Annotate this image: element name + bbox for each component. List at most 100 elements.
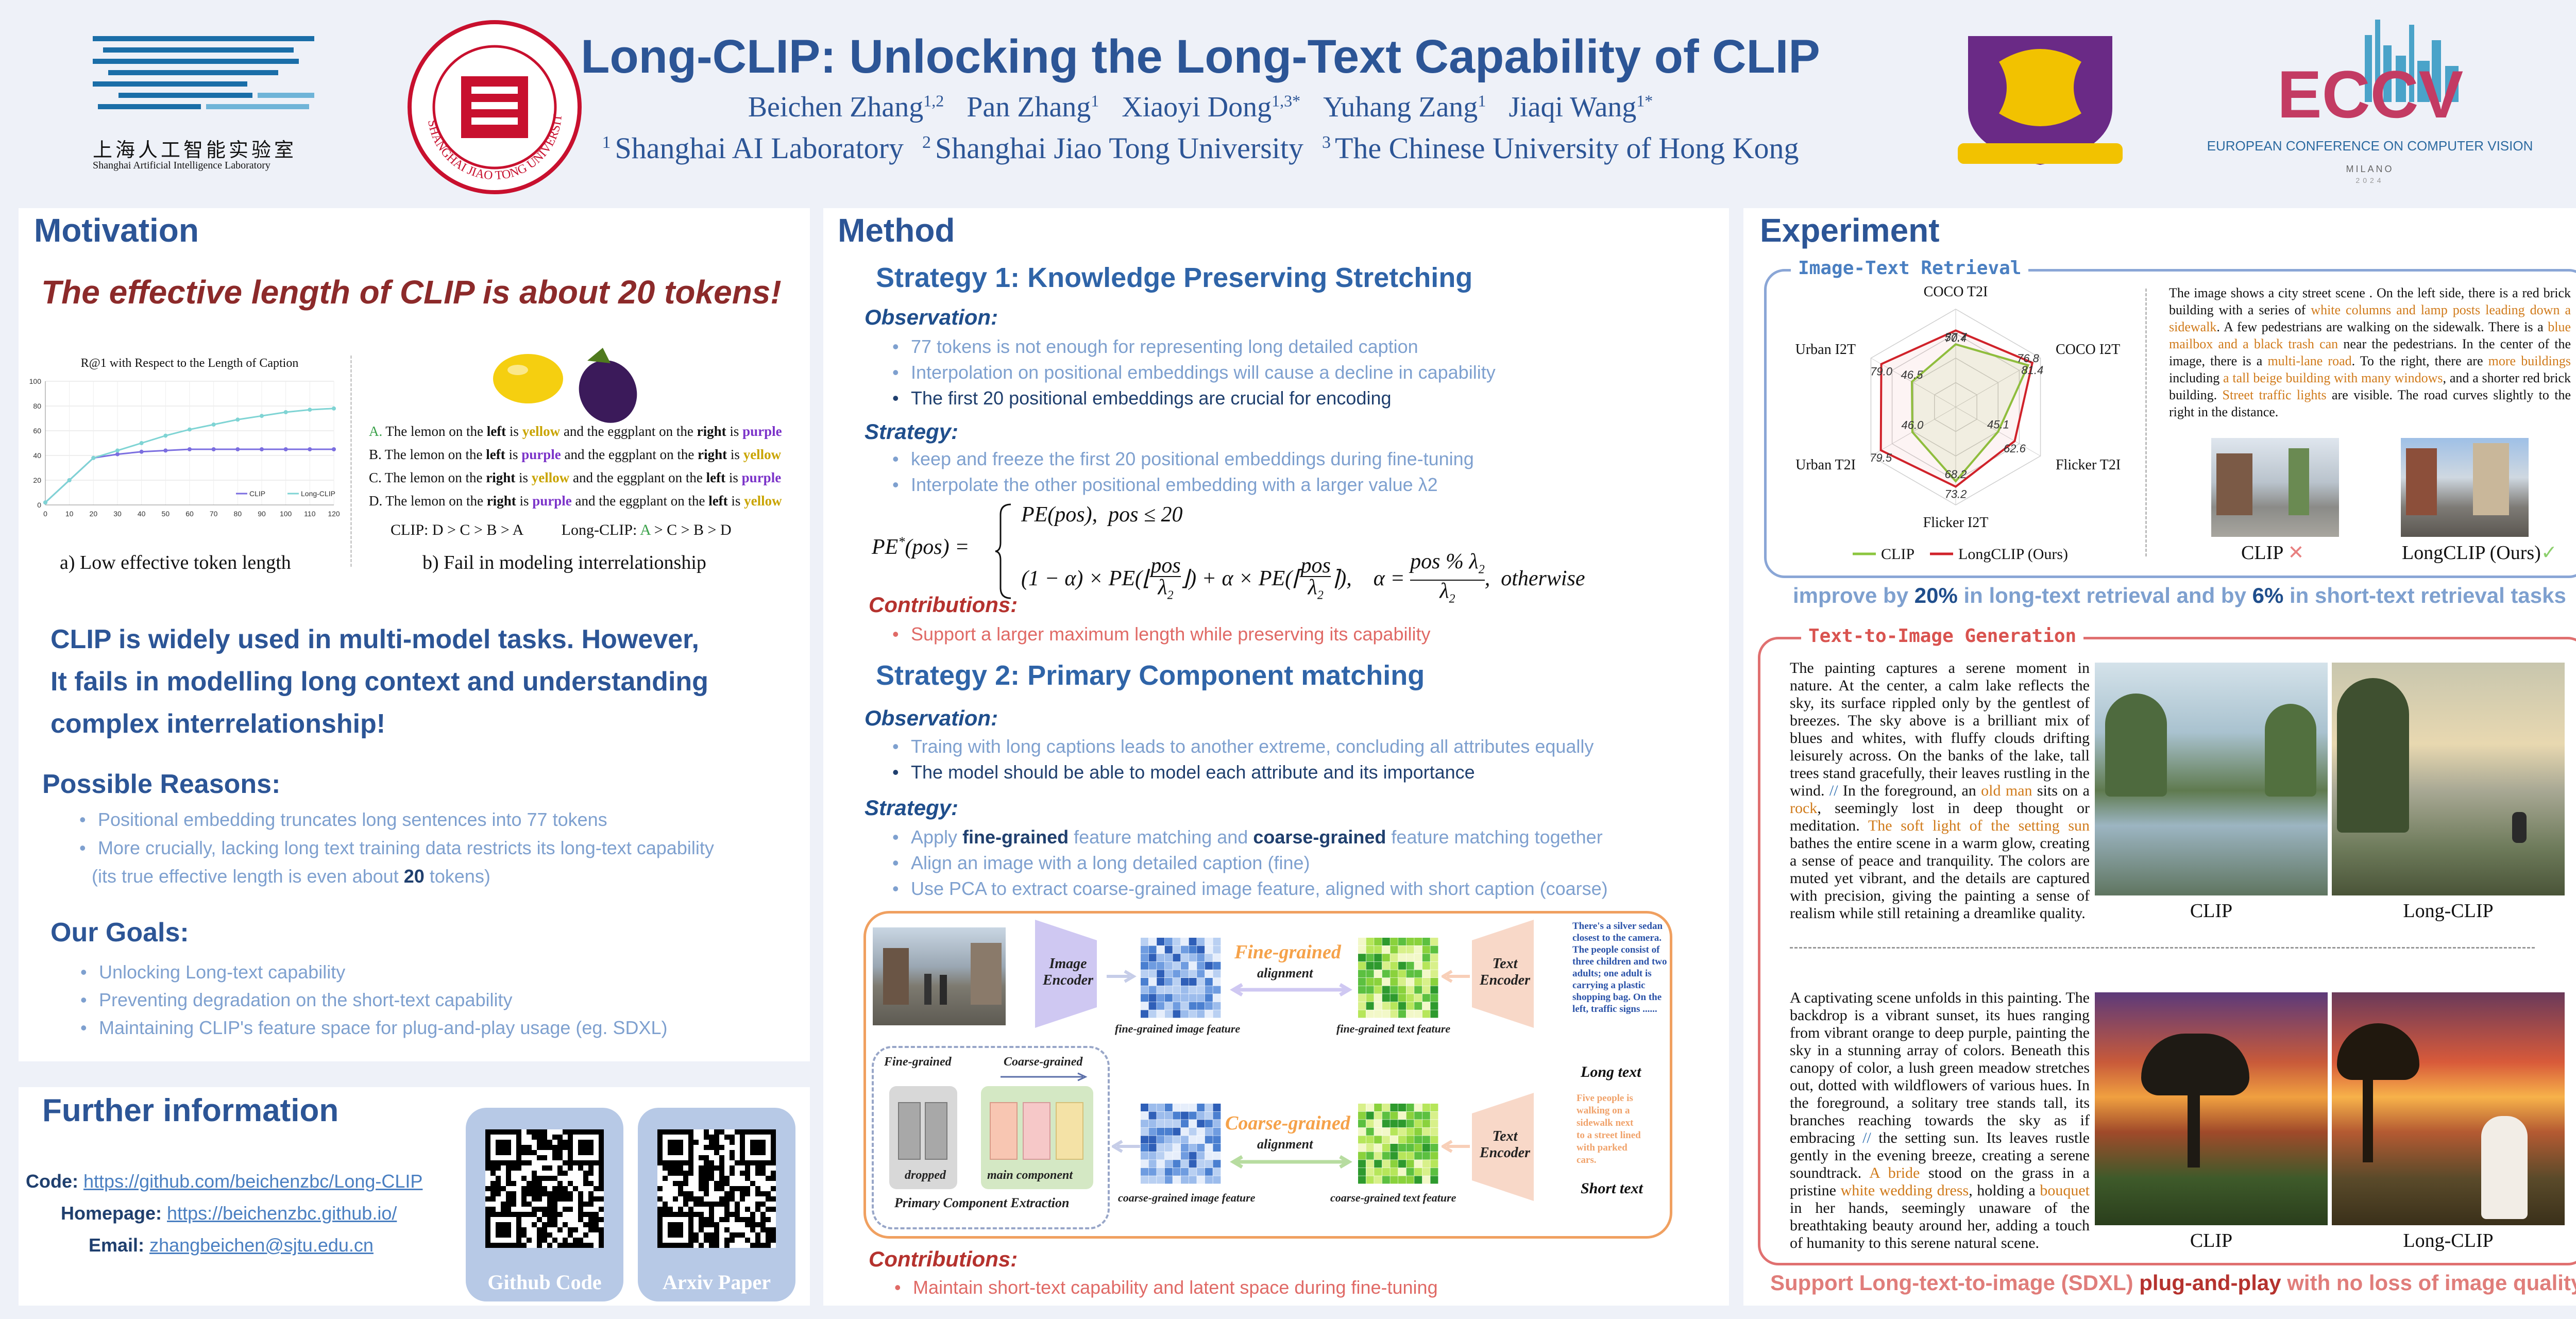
feature-cell bbox=[1164, 1104, 1173, 1111]
feature-cell bbox=[1141, 986, 1148, 994]
feature-cell bbox=[1358, 945, 1366, 954]
caption-segment: A bride bbox=[1869, 1164, 1920, 1181]
feature-cell bbox=[1390, 1104, 1398, 1111]
data-point bbox=[163, 433, 168, 438]
feature-cell bbox=[1205, 1152, 1213, 1160]
feature-cell bbox=[1382, 994, 1390, 1002]
homepage-link[interactable]: https://beichenzbc.github.io/ bbox=[167, 1203, 397, 1224]
feature-cell bbox=[1189, 970, 1197, 978]
feature-cell bbox=[1358, 938, 1366, 945]
logo-shlab: 上海人工智能实验室 Shanghai Artificial Intelligen… bbox=[88, 31, 325, 175]
feature-cell bbox=[1422, 1010, 1430, 1018]
goal-item: Unlocking Long-text capability bbox=[80, 961, 345, 983]
s2-observation-item: Traing with long captions leads to anoth… bbox=[892, 736, 1594, 757]
s2-s1a: Apply bbox=[911, 826, 963, 848]
caption-segment: more buildings bbox=[2488, 353, 2571, 368]
feature-cell bbox=[1164, 1002, 1173, 1010]
pca-coarse-label: Coarse-grained bbox=[1004, 1055, 1083, 1069]
y-tick-label: 60 bbox=[33, 427, 41, 435]
x-tick-label: 70 bbox=[210, 510, 218, 518]
feature-cell bbox=[1181, 1168, 1189, 1176]
s1-observation-heading: Observation: bbox=[865, 305, 998, 329]
feature-cell bbox=[1148, 1176, 1157, 1184]
caption-segment: . A few pedestrians are walking on the s… bbox=[2216, 319, 2548, 334]
feature-cell bbox=[1358, 961, 1366, 970]
feature-cell bbox=[1398, 1168, 1406, 1176]
feature-cell bbox=[1197, 978, 1205, 986]
feature-cell bbox=[1213, 986, 1221, 994]
s1-strategy-heading: Strategy: bbox=[865, 419, 959, 444]
feature-cell bbox=[1213, 1144, 1221, 1152]
feature-cell bbox=[1358, 1168, 1366, 1176]
feature-cell bbox=[1189, 1002, 1197, 1010]
feature-cell bbox=[1414, 978, 1422, 986]
legend-label: CLIP bbox=[249, 489, 265, 498]
feature-cell bbox=[1173, 1127, 1181, 1136]
qr-arxiv[interactable]: Arxiv Paper bbox=[638, 1108, 795, 1301]
data-point bbox=[139, 441, 144, 445]
feature-cell bbox=[1189, 945, 1197, 954]
improve-text: improve by 20% in long-text retrieval an… bbox=[1793, 583, 2566, 608]
retrieval-divider bbox=[2145, 289, 2147, 556]
strategy2-title: Strategy 2: Primary Component matching bbox=[876, 660, 1425, 691]
logo-sjtu: SHANGHAI JIAO TONG UNIVERSITY bbox=[402, 9, 582, 195]
feature-cell bbox=[1205, 1120, 1213, 1128]
s1-observation-item: The first 20 positional embeddings are c… bbox=[892, 387, 1392, 409]
reasons-title: Possible Reasons: bbox=[42, 769, 281, 799]
feature-cell bbox=[1406, 1104, 1414, 1111]
feature-cell bbox=[1148, 1111, 1157, 1120]
feature-cell bbox=[1398, 1144, 1406, 1152]
feature-cell bbox=[1358, 1010, 1366, 1018]
feature-cell bbox=[1430, 954, 1438, 962]
radar-value-longclip: 81.4 bbox=[2021, 364, 2043, 377]
feature-cell bbox=[1197, 1127, 1205, 1136]
sentence-letter: A. bbox=[369, 424, 383, 439]
data-point bbox=[211, 447, 216, 451]
short-caption: Five people is walking on a sidewalk nex… bbox=[1577, 1093, 1641, 1165]
feature-cell bbox=[1398, 1176, 1406, 1184]
summary-line: It fails in modelling long context and u… bbox=[50, 667, 708, 697]
author-sup: 1,3* bbox=[1272, 91, 1301, 110]
email-label: Email: bbox=[89, 1235, 145, 1256]
feature-cell bbox=[1181, 954, 1189, 962]
feature-cell bbox=[1366, 961, 1374, 970]
feature-cell bbox=[1382, 1176, 1390, 1184]
feature-cell bbox=[1173, 945, 1181, 954]
sentence-text: The lemon on the bbox=[384, 470, 486, 485]
gen-long-label-1: Long-CLIP bbox=[2403, 900, 2494, 922]
code-link[interactable]: https://github.com/beichenzbc/Long-CLIP bbox=[83, 1171, 423, 1192]
feature-cell bbox=[1390, 978, 1398, 986]
feature-cell bbox=[1157, 945, 1165, 954]
feature-cell bbox=[1398, 1111, 1406, 1120]
feature-cell bbox=[1197, 961, 1205, 970]
caption-segment: including bbox=[2169, 370, 2224, 385]
y-tick-label: 80 bbox=[33, 402, 41, 410]
eccv-sub: EUROPEAN CONFERENCE ON COMPUTER VISION bbox=[2207, 138, 2533, 154]
sentence-option: A.The lemon on the left is yellow and th… bbox=[369, 420, 782, 443]
cg-text-feature-grid bbox=[1358, 1104, 1438, 1187]
email-link[interactable]: zhangbeichen@sjtu.edu.cn bbox=[149, 1235, 374, 1256]
feature-cell bbox=[1197, 1120, 1205, 1128]
caption-segment: bathes the entire scene in a warm glow, … bbox=[1790, 835, 2090, 922]
caption-segment: a tall beige building with many windows bbox=[2223, 370, 2443, 385]
long-text-label: Long text bbox=[1581, 1063, 1641, 1080]
s1-contribution-item: Support a larger maximum length while pr… bbox=[892, 623, 1430, 645]
sentence-position: left bbox=[708, 493, 728, 509]
radar-axis-label: Flicker T2I bbox=[2056, 457, 2121, 473]
feature-cell bbox=[1173, 1120, 1181, 1128]
feature-cell bbox=[1181, 1111, 1189, 1120]
author-sup: 1 bbox=[1091, 91, 1099, 110]
s2-contributions-heading: Contributions: bbox=[869, 1247, 1018, 1271]
length-chart-svg: R@1 with Respect to the Length of Captio… bbox=[29, 357, 340, 518]
feature-cell bbox=[1213, 1010, 1221, 1018]
feature-cell bbox=[1398, 1136, 1406, 1144]
feature-cell bbox=[1414, 1002, 1422, 1010]
feature-cell bbox=[1205, 970, 1213, 978]
ranking-row: CLIP: D > C > B > A Long-CLIP: A > C > B… bbox=[391, 521, 732, 539]
feature-cell bbox=[1358, 986, 1366, 994]
radar-axis-label: Urban T2I bbox=[1795, 457, 1856, 473]
feature-cell bbox=[1197, 945, 1205, 954]
fg-image-feature-grid bbox=[1141, 938, 1221, 1021]
qr-github[interactable]: Github Code bbox=[466, 1108, 623, 1301]
